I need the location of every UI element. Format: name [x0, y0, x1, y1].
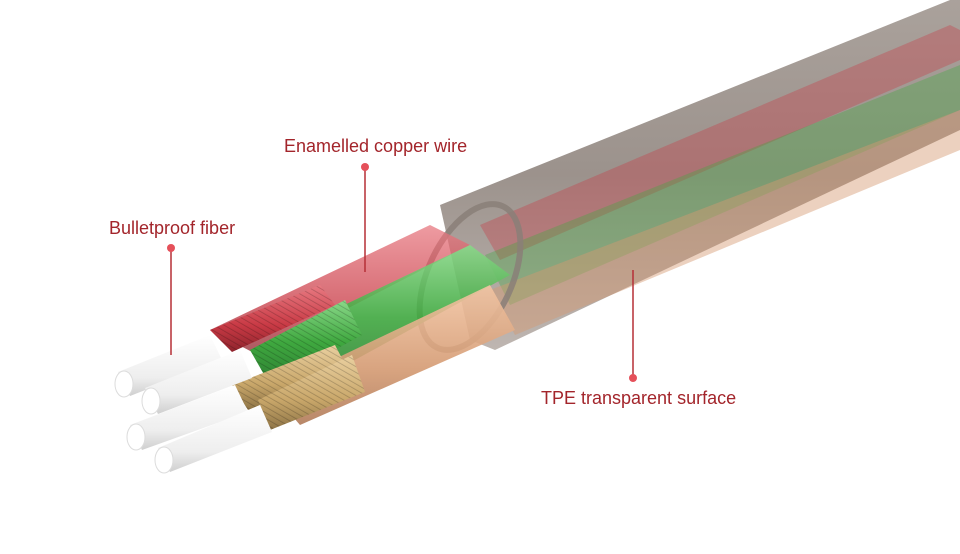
gold-wire-coil-b-texture — [258, 355, 365, 430]
bulletproof-fiber-label: Bulletproof fiber — [109, 218, 236, 238]
green-core-inside-tube — [485, 65, 960, 305]
gold-wire-coil-a-texture — [232, 345, 348, 410]
tpe-tube-body — [440, 0, 960, 350]
enamelled-copper-wire-label: Enamelled copper wire — [284, 136, 468, 156]
red-core-inside-tube — [480, 25, 960, 260]
bulletproof-fibers — [114, 335, 272, 474]
tpe-transparent-surface-label: TPE transparent surface — [541, 388, 737, 408]
red-wire-coil-texture — [210, 285, 335, 352]
green-wire-coil-texture — [250, 300, 362, 385]
fiber-marker-dot — [167, 244, 175, 252]
copper-marker-dot — [361, 163, 369, 171]
copper-core-inside-tube — [490, 110, 960, 335]
tpe-marker-dot — [629, 374, 637, 382]
